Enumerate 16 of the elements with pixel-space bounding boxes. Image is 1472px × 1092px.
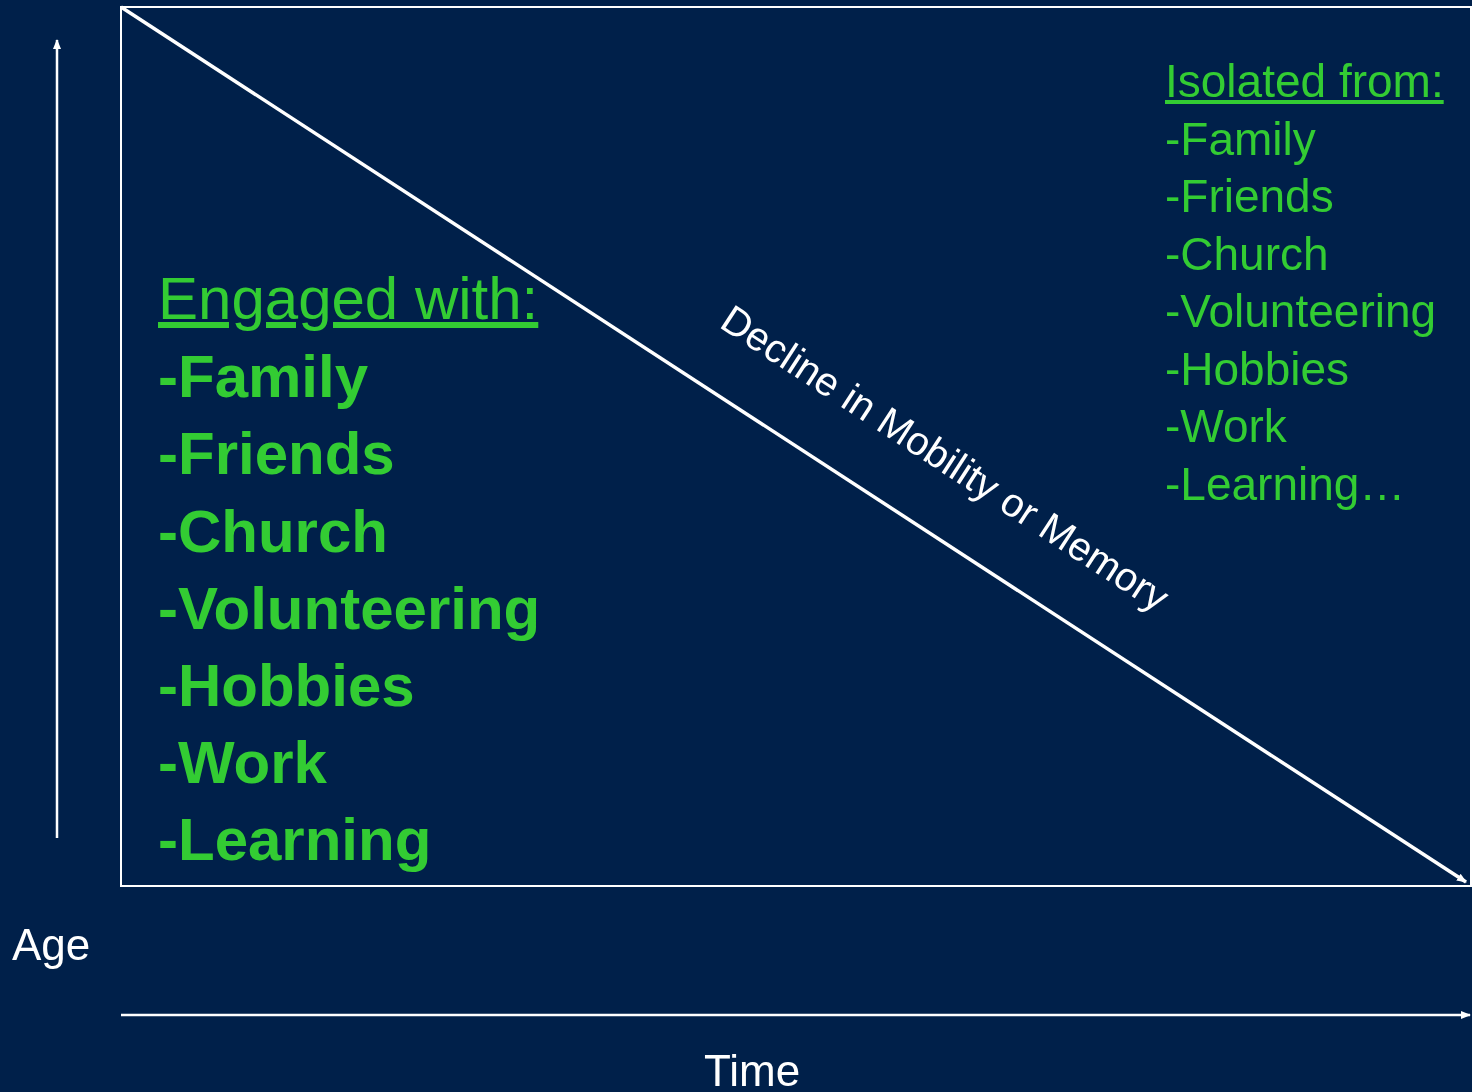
list-heading: Isolated from: — [1165, 58, 1444, 105]
list-item: -Work — [158, 733, 327, 794]
list-item: -Hobbies — [1165, 345, 1350, 392]
list-item: -Family — [158, 347, 369, 408]
list-item: -Volunteering — [158, 578, 541, 639]
axis-label: Age — [12, 922, 91, 967]
list-item: -Work — [1165, 403, 1287, 450]
list-item: -Learning — [158, 810, 432, 871]
list-item: -Friends — [158, 424, 395, 485]
list-item: -Hobbies — [158, 656, 415, 717]
list-item: -Church — [158, 501, 388, 562]
axis-label: Time — [704, 1048, 801, 1092]
list-item: -Church — [1165, 230, 1329, 277]
list-item: -Friends — [1165, 173, 1334, 220]
list-item: -Volunteering — [1165, 288, 1437, 335]
list-heading: Engaged with: — [158, 269, 539, 330]
